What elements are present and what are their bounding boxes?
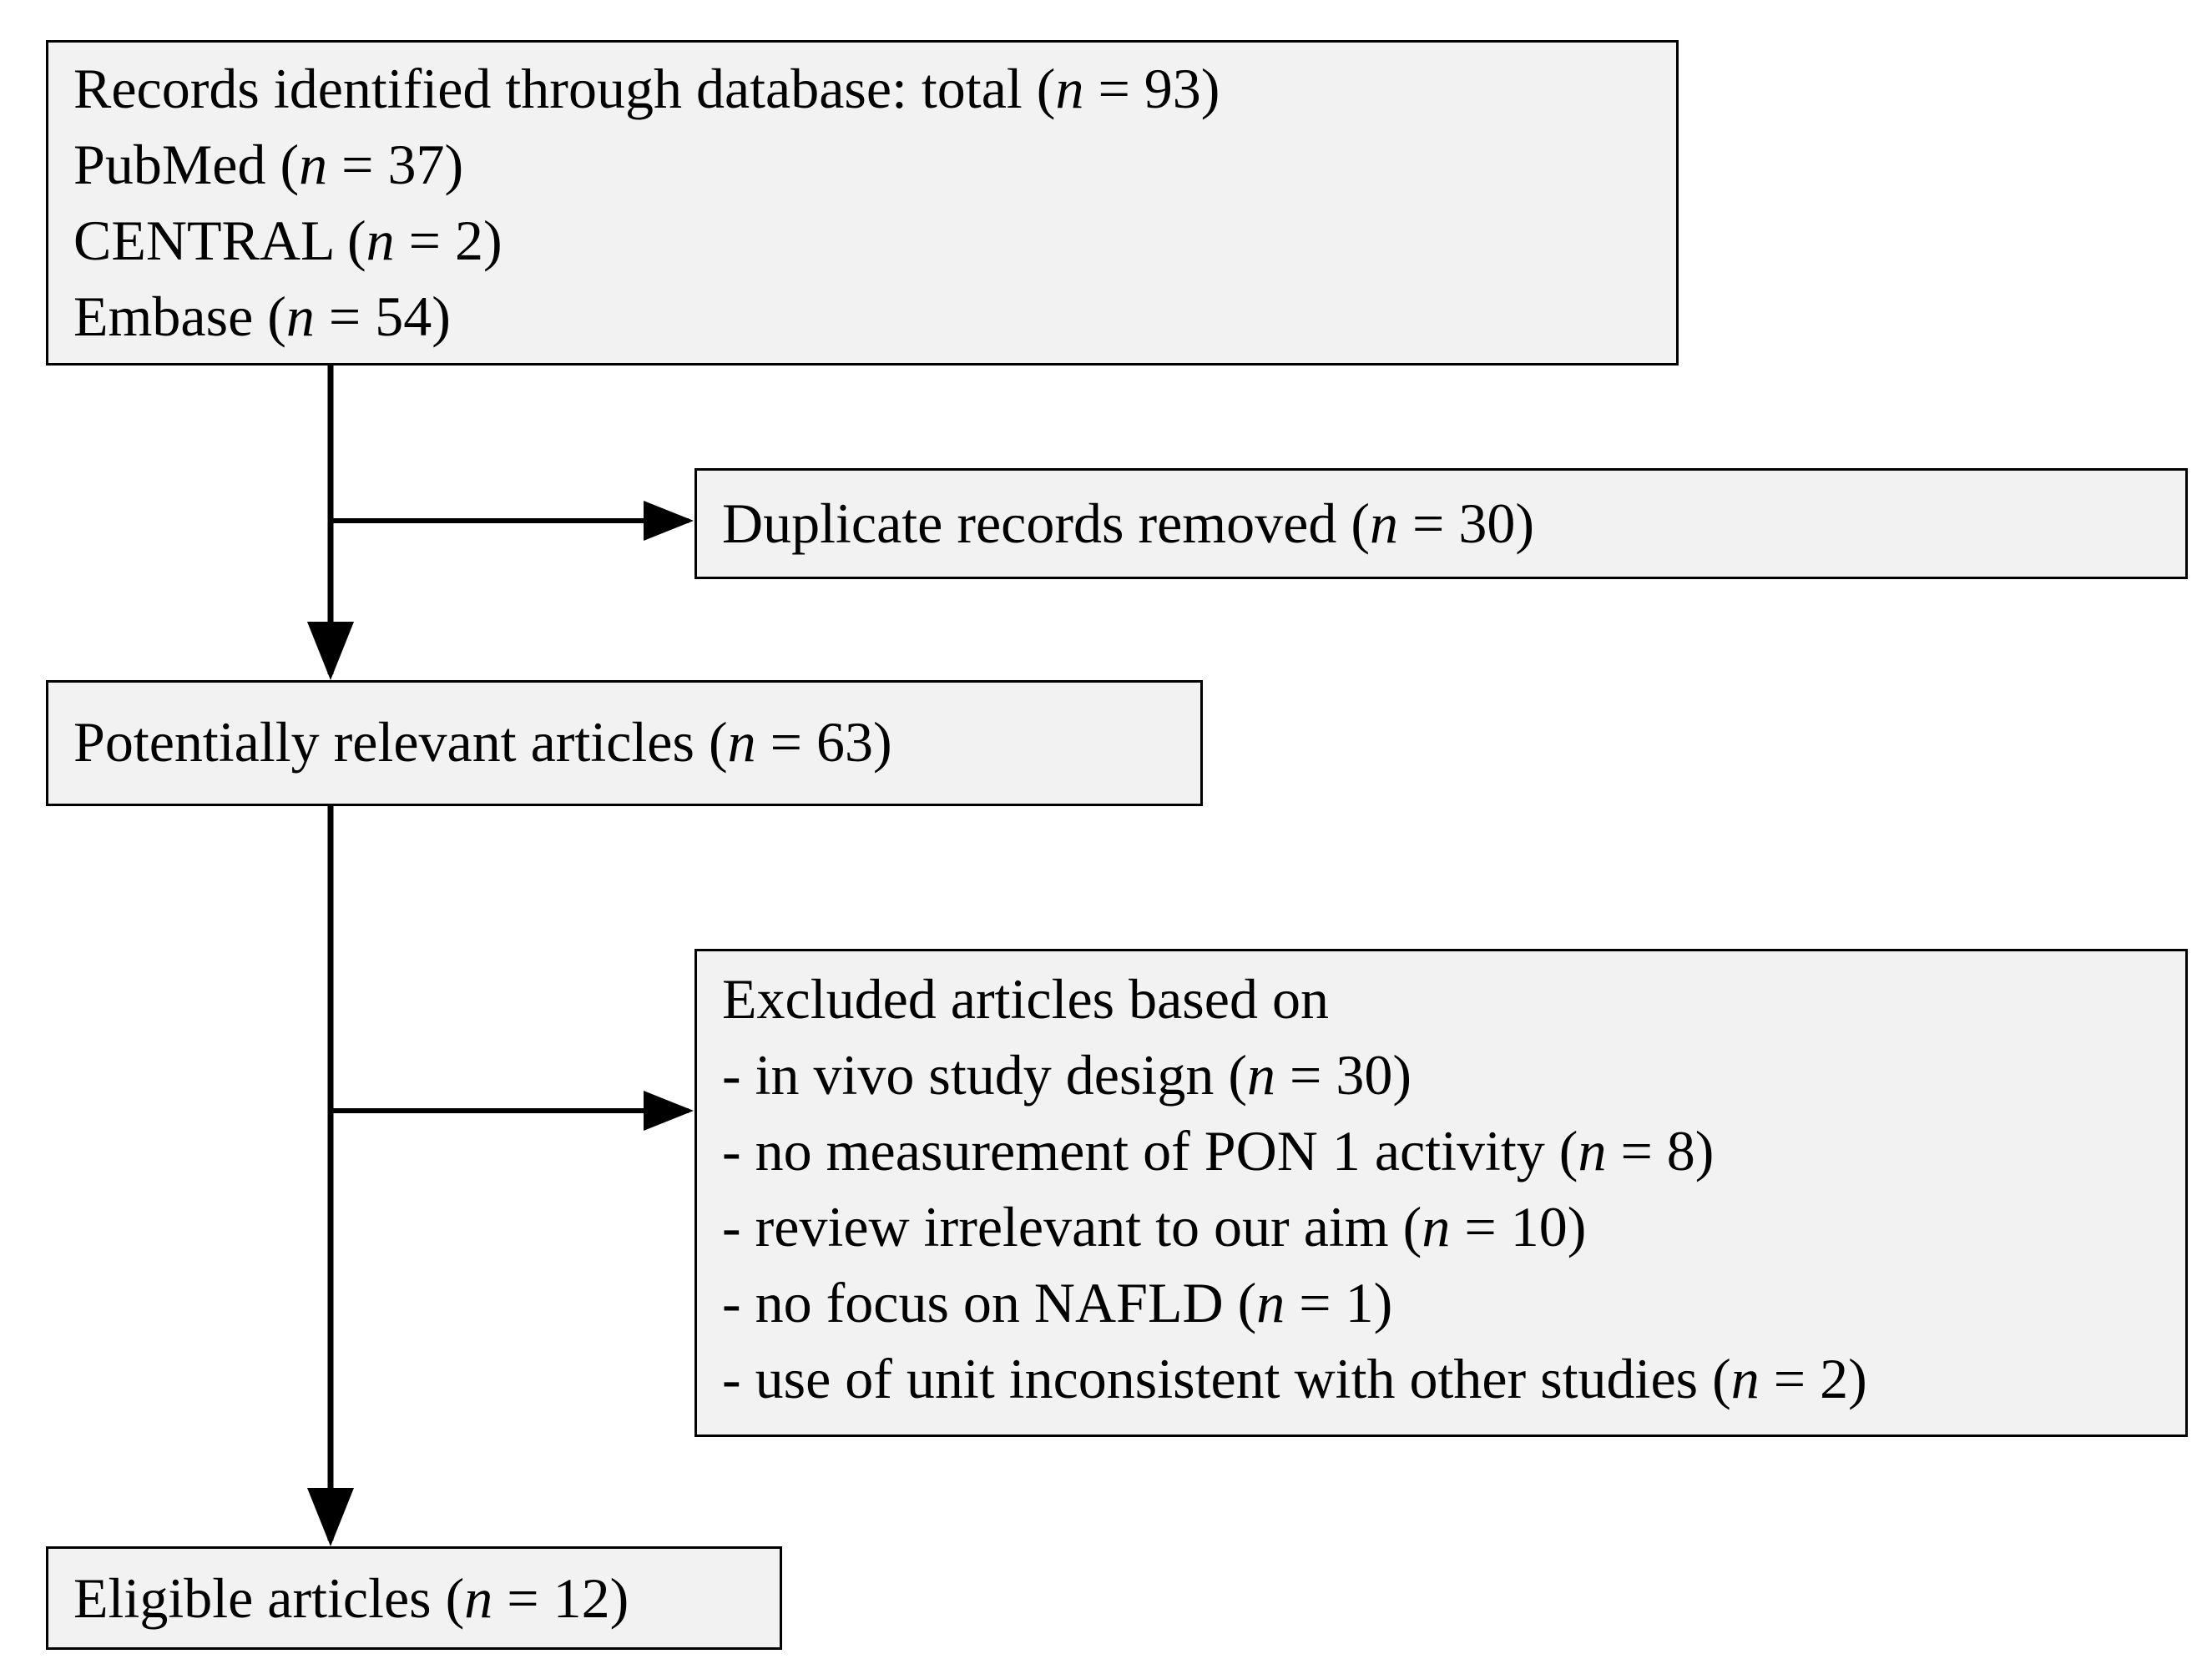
potentially-relevant-box: Potentially relevant articles (n = 63): [46, 680, 1203, 806]
records-total-line: Records identified through database: tot…: [73, 57, 1220, 120]
eligible-line: Eligible articles (n = 12): [73, 1566, 629, 1630]
exclusion-reason: - no measurement of PON 1 activity (n = …: [722, 1119, 1715, 1182]
source-line-central: CENTRAL (n = 2): [73, 209, 502, 272]
excluded-title: Excluded articles based on: [722, 967, 1329, 1031]
exclusion-reason: - use of unit inconsistent with other st…: [722, 1347, 1867, 1410]
excluded-articles-box: Excluded articles based on - in vivo stu…: [694, 949, 2188, 1437]
eligible-articles-box: Eligible articles (n = 12): [46, 1546, 782, 1650]
relevant-line: Potentially relevant articles (n = 63): [73, 710, 892, 774]
records-identified-box: Records identified through database: tot…: [46, 40, 1679, 366]
exclusion-reason: - review irrelevant to our aim (n = 10): [722, 1195, 1587, 1258]
source-line-pubmed: PubMed (n = 37): [73, 133, 464, 196]
exclusion-reason: - no focus on NAFLD (n = 1): [722, 1271, 1393, 1334]
exclusion-reason: - in vivo study design (n = 30): [722, 1043, 1412, 1107]
duplicates-line: Duplicate records removed (n = 30): [722, 492, 1535, 555]
source-line-embase: Embase (n = 54): [73, 285, 451, 348]
duplicates-removed-box: Duplicate records removed (n = 30): [694, 468, 2188, 579]
